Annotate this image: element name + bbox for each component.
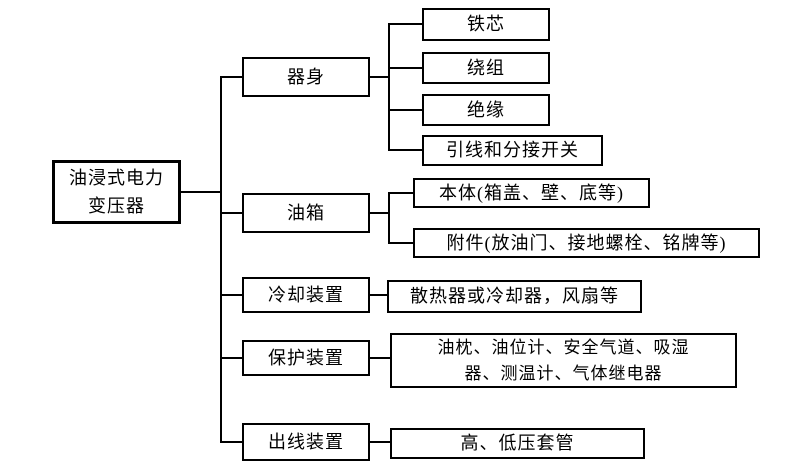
connector-stub-winding — [388, 67, 422, 69]
leaf-node-tank-accessories: 附件(放油门、接地螺栓、铭牌等) — [413, 228, 760, 258]
root-label-line2: 变压器 — [88, 196, 145, 216]
connector-stub-body — [220, 76, 242, 78]
leaf-node-winding: 绕组 — [422, 52, 550, 84]
leaf-node-hv-lv-bushings: 高、低压套管 — [390, 428, 645, 459]
protection-items-line1: 油枕、油位计、安全气道、吸湿 — [437, 337, 690, 357]
connector-main-spine — [220, 76, 222, 443]
leaf-node-tank-body: 本体(箱盖、壁、底等) — [413, 178, 650, 208]
branch-node-body: 器身 — [242, 57, 370, 97]
leaf-node-leads-tap-switch: 引线和分接开关 — [422, 135, 603, 166]
protection-items-line2: 器、测温计、气体继电器 — [464, 363, 663, 383]
connector-body-children-spine — [388, 23, 390, 151]
connector-stub-oil-tank — [220, 212, 242, 214]
root-node-oil-immersed-transformer: 油浸式电力 变压器 — [52, 160, 181, 224]
leaf-node-iron-core: 铁芯 — [422, 8, 550, 41]
connector-stub-accessories — [388, 242, 413, 244]
connector-stub-iron-core — [388, 23, 422, 25]
connector-outlet-to-leaf — [370, 441, 390, 443]
connector-root-to-spine — [181, 191, 221, 193]
connector-protection-to-leaf — [370, 357, 390, 359]
connector-stub-insulation — [388, 109, 422, 111]
connector-stub-protection — [220, 357, 242, 359]
leaf-node-protection-items: 油枕、油位计、安全气道、吸湿 器、测温计、气体继电器 — [390, 333, 737, 388]
branch-node-oil-tank: 油箱 — [242, 193, 370, 233]
connector-stub-leads — [388, 149, 422, 151]
branch-node-outlet: 出线装置 — [242, 423, 370, 461]
branch-node-cooling: 冷却装置 — [242, 277, 370, 313]
leaf-node-insulation: 绝缘 — [422, 94, 550, 126]
leaf-node-radiator-fan: 散热器或冷却器，风扇等 — [387, 280, 642, 313]
connector-tank-children-spine — [388, 192, 390, 244]
connector-tank-to-children — [370, 212, 390, 214]
connector-stub-outlet — [220, 441, 242, 443]
connector-body-to-children — [370, 76, 390, 78]
branch-node-protection: 保护装置 — [242, 340, 370, 376]
connector-stub-tank-body — [388, 192, 413, 194]
root-label-line1: 油浸式电力 — [69, 168, 164, 188]
connector-stub-cooling — [220, 294, 242, 296]
connector-cooling-to-leaf — [370, 294, 387, 296]
